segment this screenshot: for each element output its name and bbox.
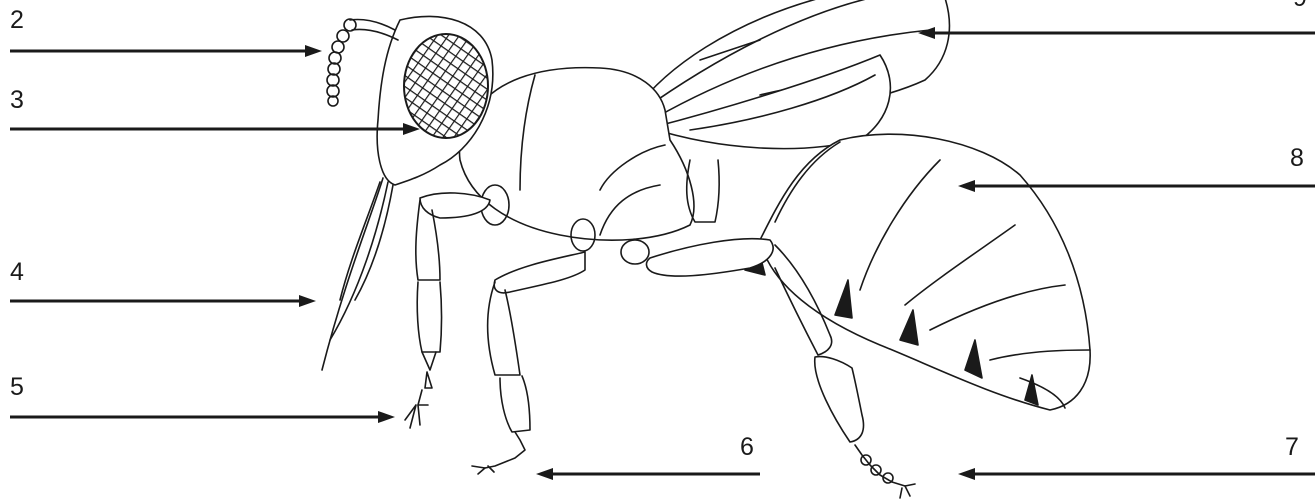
label-3: 3 xyxy=(10,88,24,113)
arrowhead-4 xyxy=(299,295,316,307)
label-7: 7 xyxy=(1285,435,1299,460)
label-6: 6 xyxy=(740,435,754,460)
label-5: 5 xyxy=(10,375,24,400)
middle-leg xyxy=(472,252,585,474)
arrowhead-7 xyxy=(958,468,975,480)
wing xyxy=(625,0,949,149)
arrowhead-5 xyxy=(378,411,395,423)
label-9: 9 xyxy=(1293,0,1307,11)
proboscis xyxy=(322,178,393,370)
arrowhead-2 xyxy=(305,45,322,57)
compound-eye xyxy=(404,34,488,138)
label-8: 8 xyxy=(1290,146,1304,171)
arrowhead-6 xyxy=(536,468,553,480)
label-2: 2 xyxy=(10,8,24,33)
label-4: 4 xyxy=(10,260,24,285)
front-leg xyxy=(405,193,490,428)
